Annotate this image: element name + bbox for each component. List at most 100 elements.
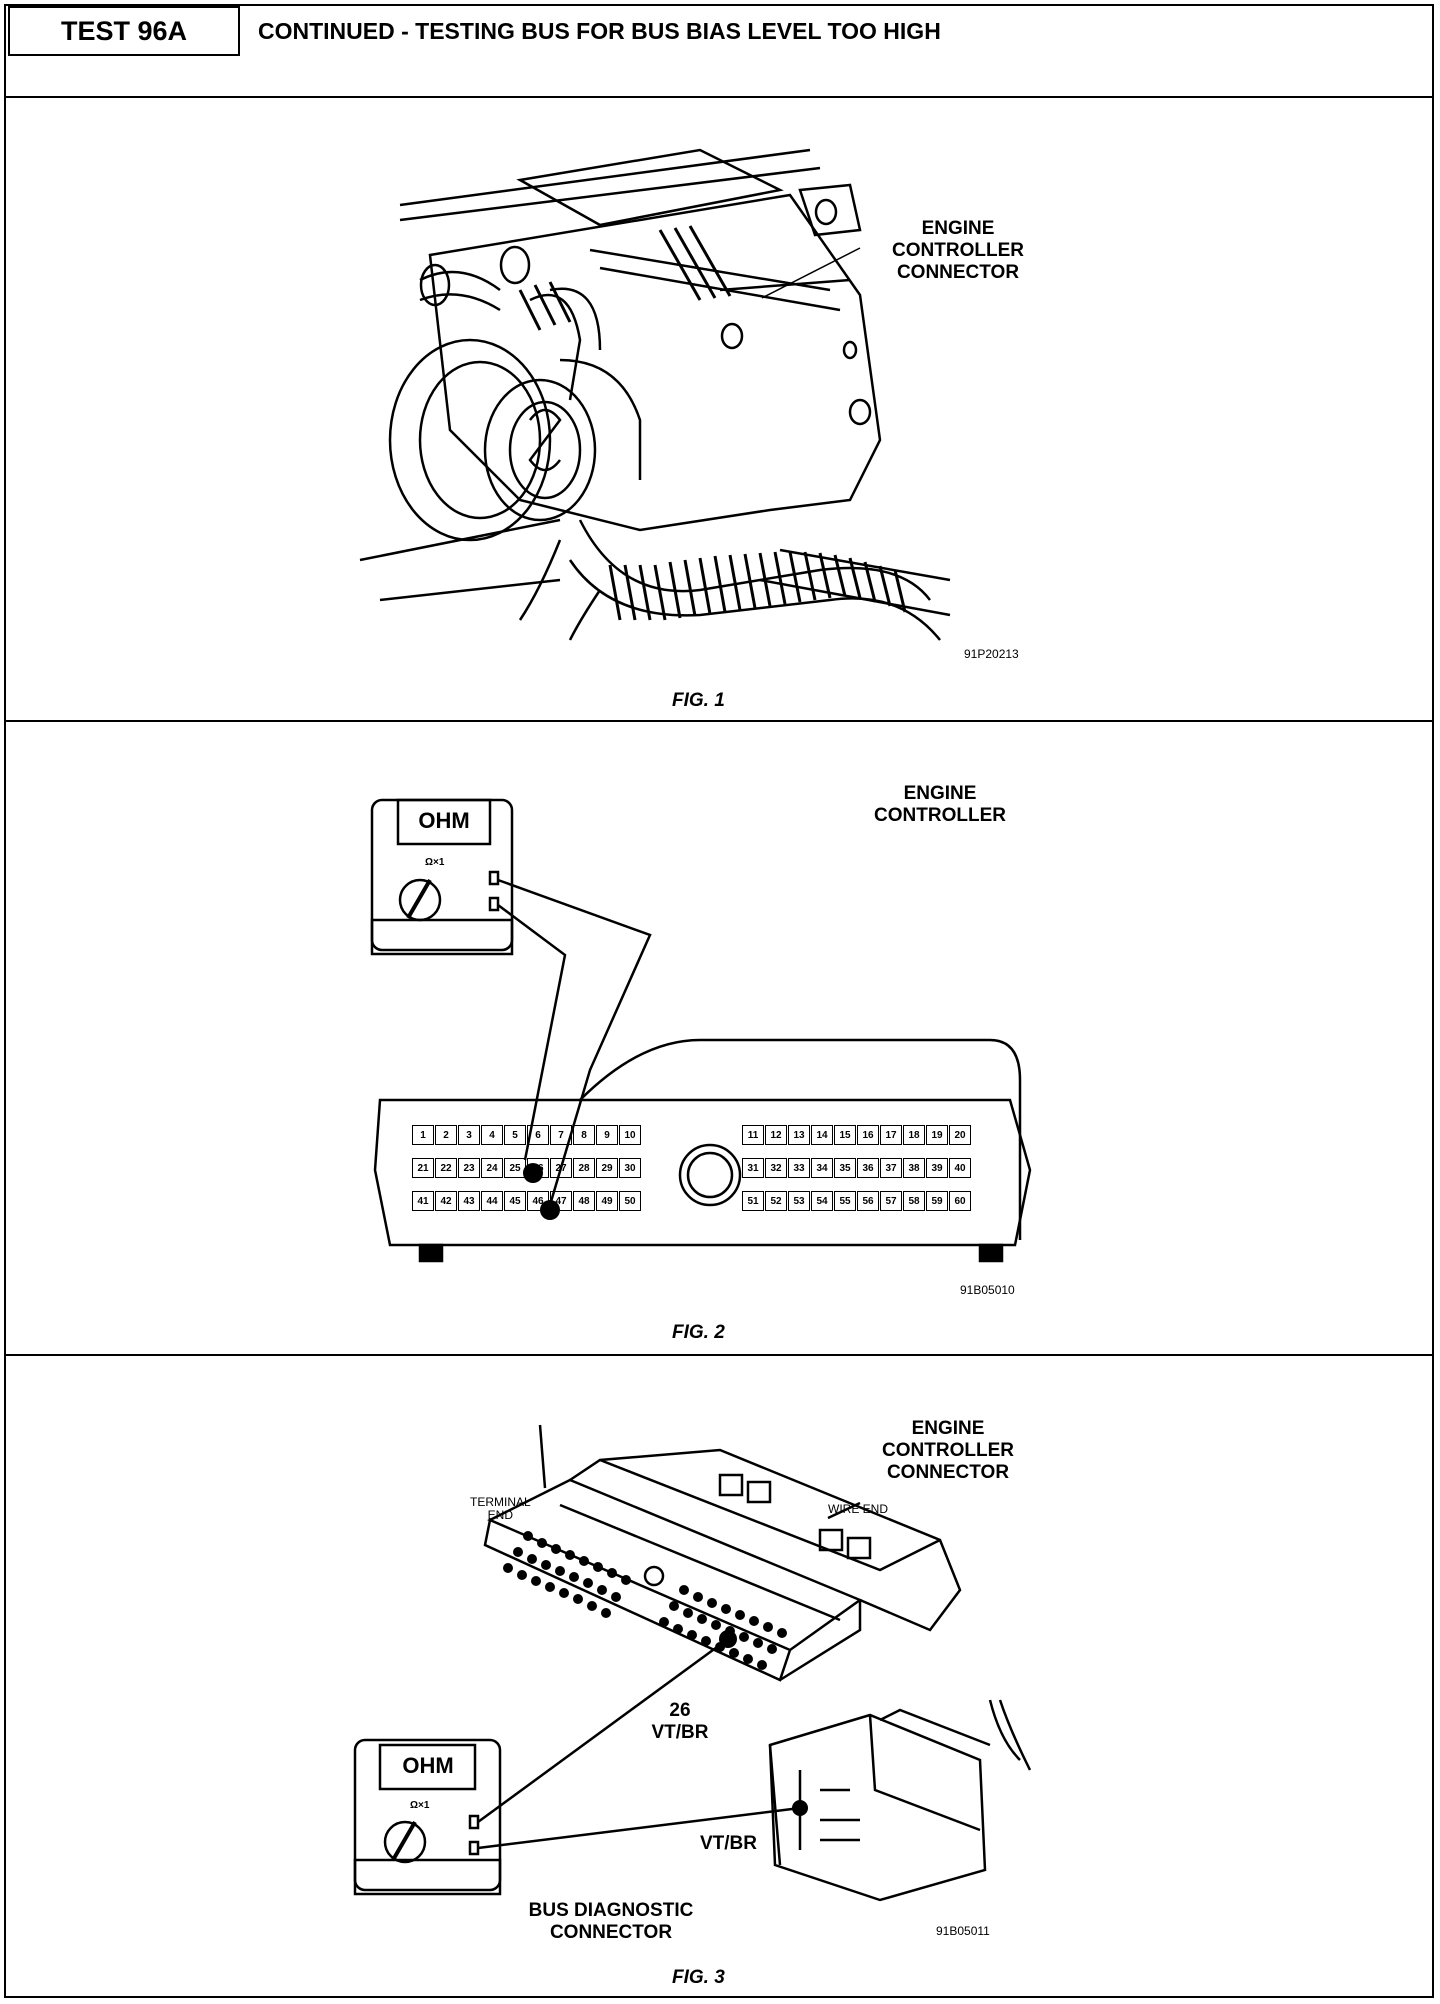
fig1-label-line3: CONNECTOR (896, 262, 1020, 283)
pin-cell: 52 (765, 1191, 787, 1211)
pin-cell: 17 (880, 1125, 902, 1145)
fig3-caption: FIG. 3 (672, 1967, 725, 1988)
pin-cell: 2 (435, 1125, 457, 1145)
pin-cell: 23 (458, 1158, 480, 1178)
pin-cell: 34 (811, 1158, 833, 1178)
fig1-label-line2: CONTROLLER (892, 240, 1024, 261)
pin-cell: 42 (435, 1191, 457, 1211)
pin-cell: 6 (527, 1125, 549, 1145)
fig2-meter-range: Ω×1 (425, 857, 445, 868)
pin-cell: 41 (412, 1191, 434, 1211)
pin-cell: 37 (880, 1158, 902, 1178)
fig3-terminal-end-line2: END (487, 1508, 514, 1522)
fig1-label: ENGINE CONTROLLER CONNECTOR (868, 218, 1048, 284)
pin-cell: 19 (926, 1125, 948, 1145)
fig3-pin-label: 26 VT/BR (630, 1700, 730, 1744)
pin-cell: 49 (596, 1191, 618, 1211)
pin-cell: 56 (857, 1191, 879, 1211)
fig2-label: ENGINE CONTROLLER (850, 783, 1030, 827)
fig3-wire-end: WIRE END (828, 1502, 888, 1516)
pin-cell: 57 (880, 1191, 902, 1211)
pin-cell: 18 (903, 1125, 925, 1145)
test-id: TEST 96A (8, 6, 240, 56)
pin-cell: 4 (481, 1125, 503, 1145)
pin-cell: 50 (619, 1191, 641, 1211)
fig2-panel (4, 720, 1434, 1356)
pin-cell: 36 (857, 1158, 879, 1178)
pin-cell: 48 (573, 1191, 595, 1211)
pin-cell: 24 (481, 1158, 503, 1178)
page-title: CONTINUED - TESTING BUS FOR BUS BIAS LEV… (258, 18, 941, 44)
fig3-bus-label: BUS DIAGNOSTIC CONNECTOR (496, 1900, 726, 1944)
fig3-meter-display: OHM (402, 1753, 454, 1778)
pin-cell: 11 (742, 1125, 764, 1145)
fig2-meter-display: OHM (418, 808, 470, 833)
pin-cell: 55 (834, 1191, 856, 1211)
pin-cell: 14 (811, 1125, 833, 1145)
pin-cell: 16 (857, 1125, 879, 1145)
fig3-terminal-end: TERMINAL END (470, 1496, 531, 1522)
fig1-label-line1: ENGINE (921, 218, 995, 239)
pin-cell: 43 (458, 1191, 480, 1211)
fig3-label-line3: CONNECTOR (886, 1462, 1010, 1483)
pin-cell: 51 (742, 1191, 764, 1211)
fig2-label-line2: CONTROLLER (874, 805, 1006, 826)
fig1-caption: FIG. 1 (672, 690, 725, 711)
pin-cell: 26 (527, 1158, 549, 1178)
pin-cell: 5 (504, 1125, 526, 1145)
pin-cell: 59 (926, 1191, 948, 1211)
fig3-bus-line1: BUS DIAGNOSTIC (528, 1900, 694, 1921)
pin-cell: 39 (926, 1158, 948, 1178)
pin-cell: 9 (596, 1125, 618, 1145)
pin-cell: 40 (949, 1158, 971, 1178)
pin-cell: 31 (742, 1158, 764, 1178)
pin-cell: 30 (619, 1158, 641, 1178)
fig3-pin-wire: VT/BR (651, 1722, 709, 1743)
pin-cell: 7 (550, 1125, 572, 1145)
fig2-caption: FIG. 2 (672, 1322, 725, 1343)
pin-cell: 12 (765, 1125, 787, 1145)
pin-cell: 21 (412, 1158, 434, 1178)
pin-cell: 60 (949, 1191, 971, 1211)
fig2-code: 91B05010 (960, 1283, 1015, 1297)
fig3-code: 91B05011 (936, 1924, 990, 1938)
pin-cell: 58 (903, 1191, 925, 1211)
fig3-label-line2: CONTROLLER (882, 1440, 1014, 1461)
pin-cell: 53 (788, 1191, 810, 1211)
pin-cell: 13 (788, 1125, 810, 1145)
pin-cell: 22 (435, 1158, 457, 1178)
fig3-diag-wire: VT/BR (700, 1833, 757, 1854)
pin-cell: 1 (412, 1125, 434, 1145)
fig2-label-line1: ENGINE (903, 783, 977, 804)
pin-cell: 44 (481, 1191, 503, 1211)
pin-cell: 32 (765, 1158, 787, 1178)
fig3-label: ENGINE CONTROLLER CONNECTOR (858, 1418, 1038, 1484)
pin-cell: 28 (573, 1158, 595, 1178)
pin-cell: 15 (834, 1125, 856, 1145)
fig3-label-line1: ENGINE (911, 1418, 985, 1439)
pin-cell: 25 (504, 1158, 526, 1178)
pin-cell: 10 (619, 1125, 641, 1145)
fig1-code: 91P20213 (964, 647, 1019, 661)
pin-cell: 33 (788, 1158, 810, 1178)
fig3-terminal-end-line1: TERMINAL (470, 1495, 531, 1509)
pin-cell: 45 (504, 1191, 526, 1211)
pin-cell: 20 (949, 1125, 971, 1145)
pin-cell: 3 (458, 1125, 480, 1145)
pin-cell: 8 (573, 1125, 595, 1145)
fig3-bus-line2: CONNECTOR (549, 1922, 673, 1943)
pin-cell: 47 (550, 1191, 572, 1211)
pin-cell: 54 (811, 1191, 833, 1211)
fig3-pin-num: 26 (669, 1700, 691, 1721)
pin-cell: 46 (527, 1191, 549, 1211)
